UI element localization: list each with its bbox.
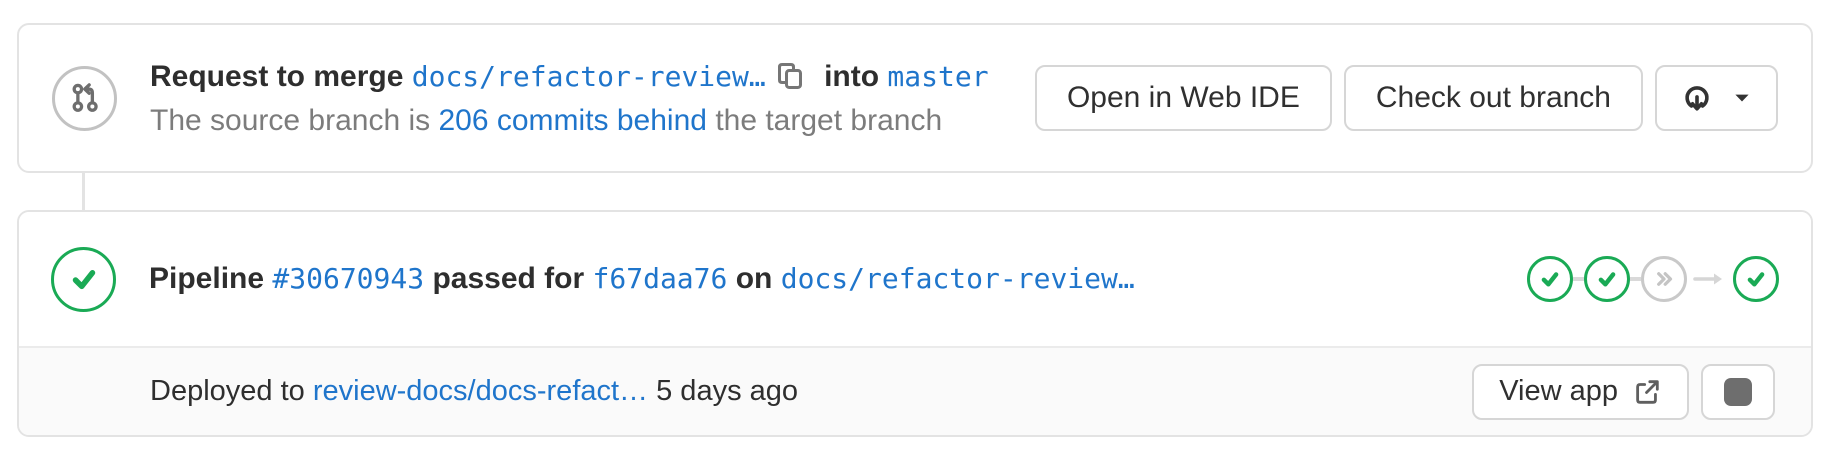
copy-icon [774,60,806,92]
pipeline-stage-4-passed-icon[interactable] [1733,256,1779,302]
commits-behind-link[interactable]: 206 commits behind [438,103,707,137]
view-app-label: View app [1499,375,1618,407]
stop-square-icon [1724,377,1752,406]
deployment-summary-line: Deployed to review-docs/docs-refact… 5 d… [150,375,1472,408]
open-web-ide-button[interactable]: Open in Web IDE [1034,65,1332,131]
download-dropdown-button[interactable] [1655,65,1778,131]
check-out-branch-button[interactable]: Check out branch [1343,65,1643,131]
pipeline-status-text: passed for [432,262,585,295]
stop-environment-button[interactable] [1701,363,1775,420]
deployment-row: Deployed to review-docs/docs-refact… 5 d… [19,346,1811,435]
view-app-button[interactable]: View app [1472,363,1689,420]
environment-link[interactable]: review-docs/docs-refact… [312,375,649,407]
branch-divergence-line: The source branch is 206 commits behind … [150,102,1035,140]
into-label: into [824,59,880,93]
pipeline-stage-1-passed-icon[interactable] [1527,256,1573,302]
pipeline-branch-link[interactable]: docs/refactor-review… [780,262,1135,295]
merge-request-title-line: Request to merge docs/refactor-review… i… [150,57,1035,97]
merge-request-summary: Request to merge docs/refactor-review… i… [150,57,1035,140]
pipeline-id-link[interactable]: #30670943 [272,262,425,295]
request-to-merge-label: Request to merge [150,59,404,93]
copy-branch-name-button[interactable] [774,60,806,92]
divergence-suffix: the target branch [715,103,943,137]
merge-request-actions: Open in Web IDE Check out branch [1034,65,1778,131]
pipeline-label: Pipeline [149,262,265,295]
pipeline-status-passed-icon [51,246,116,312]
divergence-prefix: The source branch is [150,103,431,137]
merge-request-avatar [52,65,117,131]
chevron-down-icon [1731,87,1753,109]
source-branch-link[interactable]: docs/refactor-review… [411,59,766,93]
pipeline-stage-3-skipped-icon[interactable] [1641,256,1687,302]
merge-request-icon [66,79,104,117]
stage-connector-line [1630,277,1641,281]
target-branch-link[interactable]: master [887,59,989,93]
pipeline-on-label: on [735,262,773,295]
merge-request-header-card: Request to merge docs/refactor-review… i… [17,23,1813,173]
download-icon [1680,81,1714,115]
pipeline-status-row: Pipeline #30670943 passed for f67daa76 o… [19,212,1811,346]
deployment-timestamp: 5 days ago [656,375,799,407]
card-connector-line [82,172,85,212]
mini-pipeline-graph [1527,256,1779,302]
pipeline-card: Pipeline #30670943 passed for f67daa76 o… [17,210,1813,437]
deployed-to-label: Deployed to [150,375,305,407]
external-link-icon [1632,377,1662,407]
pipeline-stage-2-passed-icon[interactable] [1584,256,1630,302]
stage-connector-line [1573,277,1584,281]
commit-sha-link[interactable]: f67daa76 [592,262,728,295]
downstream-arrow-icon [1693,270,1725,288]
pipeline-summary-line: Pipeline #30670943 passed for f67daa76 o… [149,262,1527,296]
